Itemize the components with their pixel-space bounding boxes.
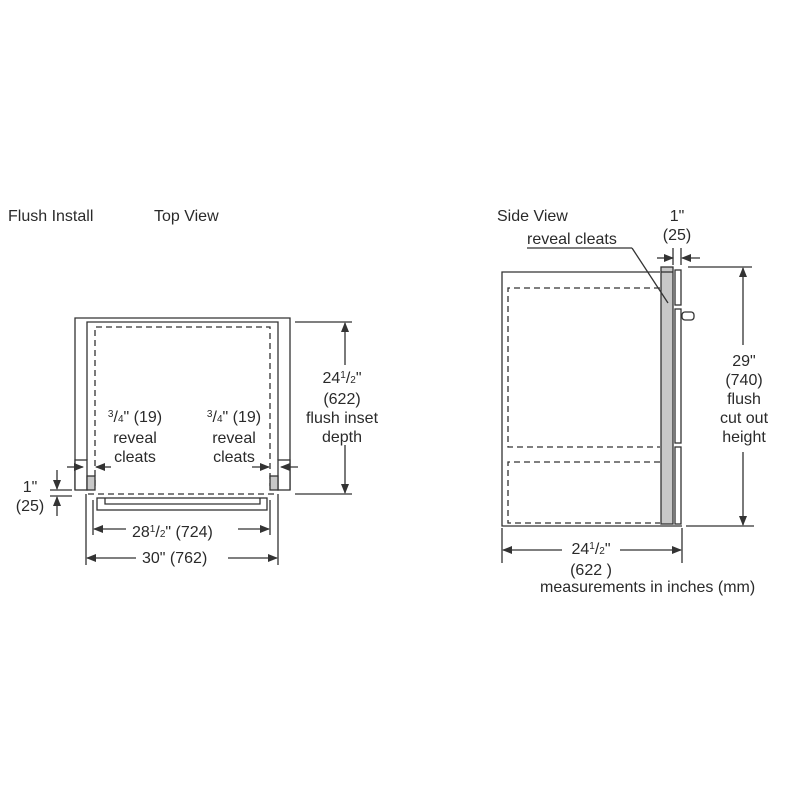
panel-thickness-inches: 1": [669, 208, 685, 225]
side-depth-mm: (622 ): [570, 562, 612, 579]
top-view-drawing: [50, 317, 352, 565]
side-view-drawing: [501, 247, 754, 563]
flush-install-heading: Flush Install: [8, 208, 94, 225]
outer-width-label: 30" (762): [142, 550, 208, 567]
side-depth-inches: 241/2": [571, 541, 611, 558]
cutout-height-label: 29" (740) flush cut out height: [706, 352, 782, 447]
front-offset-inches: 1": [22, 479, 38, 496]
measurement-units-note: measurements in inches (mm): [540, 579, 756, 596]
depth-caption-2: depth: [321, 429, 363, 446]
flush-inset-depth-label: 241/2" (622) flush inset depth: [296, 366, 388, 447]
panel-thickness-mm: (25): [662, 227, 692, 244]
front-offset-label: 1" (25): [12, 478, 48, 516]
height-caption-1: flush: [727, 391, 761, 408]
right-cleat-caption-2: cleats: [213, 449, 255, 466]
reveal-cleats-callout: reveal cleats: [527, 231, 617, 248]
left-cleat-caption-1: reveal: [113, 430, 157, 447]
height-caption-3: height: [722, 429, 766, 446]
top-view-heading: Top View: [154, 208, 219, 225]
height-inches: 29": [732, 353, 756, 370]
side-view-heading: Side View: [497, 208, 568, 225]
panel-thickness-label: 1" (25): [656, 207, 698, 245]
front-offset-mm: (25): [15, 498, 45, 515]
left-cleat-size: 3/4" (19): [107, 409, 163, 426]
height-mm: (740): [725, 372, 763, 389]
depth-inches: 241/2": [322, 370, 362, 387]
right-cleat-caption-1: reveal: [212, 430, 256, 447]
side-depth-label: 241/2" (622 ): [556, 537, 626, 580]
right-cleat-size: 3/4" (19): [206, 409, 262, 426]
left-cleat-caption-2: cleats: [114, 449, 156, 466]
depth-mm: (622): [323, 391, 361, 408]
right-reveal-cleat-label: 3/4" (19) reveal cleats: [194, 405, 274, 467]
depth-caption-1: flush inset: [305, 410, 379, 427]
left-reveal-cleat-label: 3/4" (19) reveal cleats: [95, 405, 175, 467]
height-caption-2: cut out: [719, 410, 769, 427]
inner-width-label: 281/2" (724): [132, 524, 213, 541]
